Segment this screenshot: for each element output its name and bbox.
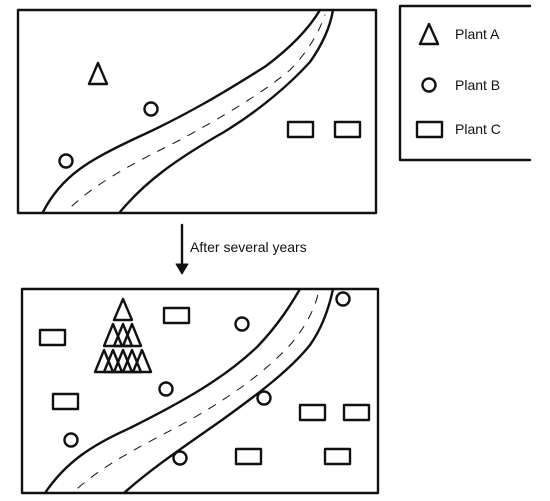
plant-c-symbol: [342, 403, 371, 422]
plants-before: [58, 61, 362, 169]
plant-b-symbol: [143, 101, 159, 117]
plant-c-symbol: [51, 392, 80, 411]
plant-b-symbol: [158, 381, 174, 397]
river-bank-left: [43, 287, 302, 495]
plant-a-symbol: [121, 322, 143, 348]
legend-circle-icon: [421, 77, 437, 93]
panel-before: [16, 8, 378, 215]
plant-b-symbol: [58, 153, 74, 169]
plant-b-symbol: [172, 450, 188, 466]
legend-frame: [398, 4, 532, 162]
legend: [398, 4, 532, 162]
plant-b-symbol: [234, 316, 250, 332]
river-before: [41, 8, 335, 214]
plant-b-symbol: [256, 390, 272, 406]
plant-b-symbol: [63, 432, 79, 448]
legend-rectangle-icon: [415, 120, 444, 139]
river-midline: [71, 14, 326, 207]
plant-a-symbol: [121, 348, 143, 374]
plant-b-symbol: [335, 291, 351, 307]
river-midline: [77, 293, 319, 489]
plant-c-symbol: [234, 447, 263, 466]
river-bank-left: [41, 8, 322, 214]
panel-before-frame: [16, 8, 378, 215]
panel-after: [20, 287, 380, 495]
plant-c-symbol: [323, 447, 352, 466]
plant-a-symbol: [112, 297, 134, 322]
transition-label: After several years: [190, 239, 307, 255]
plant-a-symbol: [102, 348, 124, 374]
legend-label-plant-c: Plant C: [455, 121, 501, 137]
arrow-head: [175, 263, 189, 275]
plants-after: [38, 291, 371, 466]
plant-c-symbol: [298, 403, 327, 422]
river-bank-right: [122, 287, 335, 495]
plant-c-symbol: [38, 328, 67, 347]
plant-a-symbol: [93, 348, 115, 374]
legend-label-plant-a: Plant A: [455, 26, 500, 42]
plant-c-symbol: [162, 306, 191, 325]
river-bank-right: [118, 8, 335, 214]
legend-triangle-icon: [418, 22, 440, 46]
plant-a-symbol: [87, 61, 109, 86]
panel-after-frame: [20, 287, 380, 495]
transition-arrow: [175, 223, 189, 275]
plant-a-symbol: [112, 322, 134, 348]
river-after: [43, 287, 335, 495]
plant-c-symbol: [333, 120, 362, 139]
legend-label-plant-b: Plant B: [455, 77, 501, 93]
plant-c-symbol: [286, 120, 315, 139]
